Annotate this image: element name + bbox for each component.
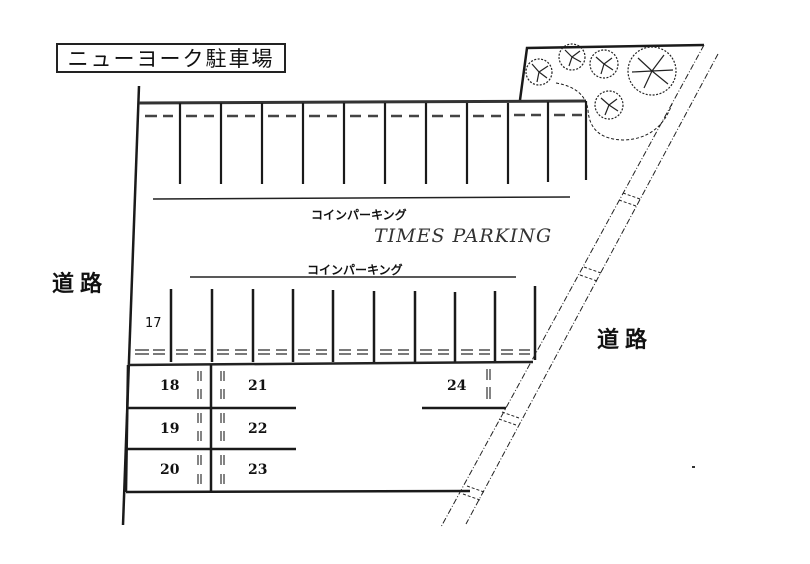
middle-row-dividers — [169, 286, 537, 362]
middle-row-wheel-stops — [135, 349, 530, 355]
tree-icons — [525, 43, 677, 120]
slot-label-20: 20 — [160, 462, 180, 478]
tree-icon — [525, 58, 553, 86]
slot-label-18: 18 — [160, 378, 180, 394]
aisle-line-upper — [152, 196, 571, 200]
tree-icon — [558, 43, 586, 71]
lower-block-wheel-stops — [197, 369, 491, 484]
road-label-left: 道路 — [52, 271, 109, 297]
scan-speck — [692, 466, 695, 468]
upper-row-wheel-stops — [145, 113, 582, 118]
upper-row-dividers — [178, 101, 588, 184]
middle-row-bottom-edge — [127, 360, 534, 367]
right-road — [440, 44, 719, 528]
coin-parking-label-lower: コインパーキング — [307, 263, 403, 277]
road-markings — [462, 192, 641, 501]
page-title: ニューヨーク駐車場 — [56, 43, 286, 73]
garden-area — [518, 43, 705, 141]
times-parking-label: TIMES PARKING — [374, 225, 553, 247]
tree-icon — [627, 46, 677, 96]
slot-label-21: 21 — [248, 378, 268, 394]
slot-label-17: 17 — [145, 316, 162, 331]
slot-label-23: 23 — [248, 462, 268, 478]
coin-parking-label-upper: コインパーキング — [311, 208, 407, 222]
upper-row-top-edge — [138, 99, 587, 105]
road-label-right: 道路 — [597, 327, 654, 353]
slot-label-24: 24 — [447, 378, 467, 394]
tree-icon — [589, 49, 619, 79]
slot-label-19: 19 — [160, 421, 180, 437]
lower-block-lines — [124, 364, 506, 494]
slot-label-22: 22 — [248, 421, 268, 437]
tree-icon — [594, 90, 624, 120]
